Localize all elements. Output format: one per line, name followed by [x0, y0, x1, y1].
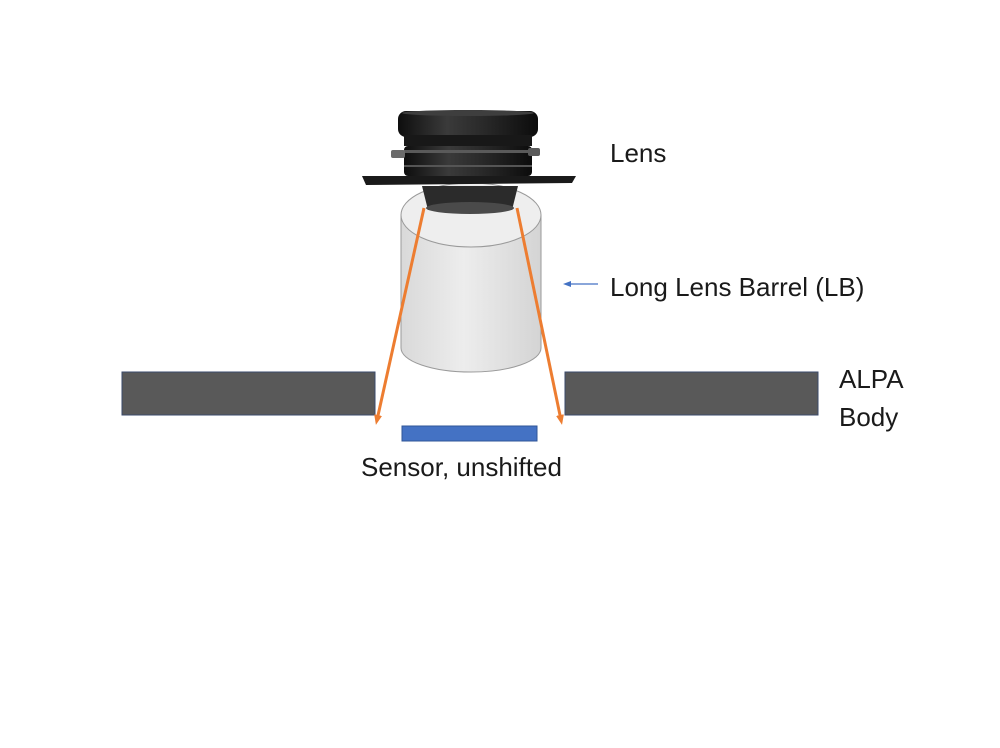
- sensor-rect: [401, 425, 538, 442]
- alpa-body-label-line1: ALPA: [839, 364, 904, 394]
- sensor-label: Sensor, unshifted: [361, 452, 562, 482]
- alpa-body-label-line2: Body: [839, 402, 899, 432]
- lens-barrel-label: Long Lens Barrel (LB): [610, 272, 865, 302]
- light-ray-right: [515, 207, 564, 425]
- alpa-body-right: [564, 371, 819, 416]
- lens-photo-icon: [362, 110, 576, 214]
- light-ray-left: [374, 207, 426, 425]
- alpa-body-left: [121, 371, 376, 416]
- alpa-body-label: ALPA Body: [839, 360, 904, 436]
- lens-label: Lens: [610, 138, 667, 168]
